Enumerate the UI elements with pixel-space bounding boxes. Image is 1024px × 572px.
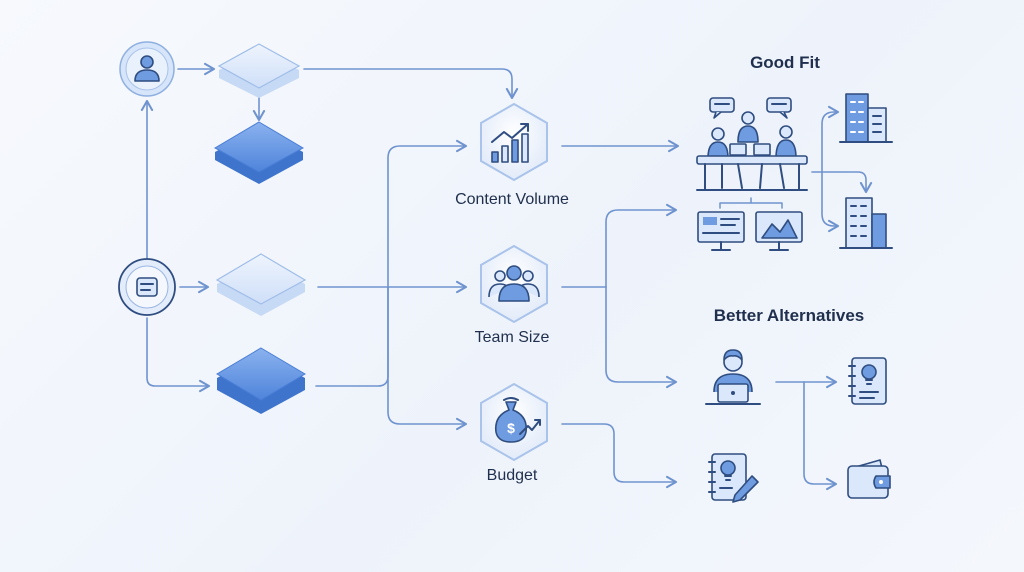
diamond-top-dark bbox=[213, 121, 305, 184]
content-volume-node bbox=[480, 102, 548, 182]
arrow-doc-to-dark-diamond bbox=[146, 317, 211, 393]
money-bag-icon: $ bbox=[494, 397, 541, 443]
better-alternatives-heading: Better Alternatives bbox=[714, 306, 865, 325]
bus-dark-diamond bbox=[315, 286, 389, 387]
building-icon-bottom bbox=[839, 197, 893, 249]
bus-vertical bbox=[387, 139, 468, 288]
bus-to-budget bbox=[387, 286, 468, 431]
growth-chart-icon bbox=[491, 123, 529, 163]
arrow-laptop-to-wallet bbox=[803, 381, 838, 491]
bracket bbox=[719, 197, 783, 209]
document-icon bbox=[136, 277, 158, 297]
diamond-middle-light bbox=[215, 253, 307, 316]
team-size-node bbox=[480, 244, 548, 324]
monitor-icon-left bbox=[697, 211, 745, 251]
good-fit-heading: Good Fit bbox=[750, 53, 820, 72]
arrow-budget-to-notepad bbox=[561, 423, 678, 489]
arrow-goodfit-to-middle bbox=[821, 171, 873, 194]
arrow-goodfit-to-building-1 bbox=[821, 105, 840, 173]
document-node bbox=[118, 258, 176, 316]
meeting-team-icon bbox=[696, 97, 808, 191]
diamond-top-light bbox=[217, 43, 301, 98]
user-node bbox=[119, 41, 175, 97]
laptop-user-icon bbox=[705, 349, 761, 405]
svg-text:$: $ bbox=[507, 420, 515, 436]
team-icon bbox=[488, 265, 540, 302]
budget-label: Budget bbox=[487, 467, 538, 484]
building-icon-top bbox=[839, 93, 893, 143]
content-volume-label: Content Volume bbox=[455, 191, 569, 208]
connectors bbox=[140, 62, 873, 491]
budget-node: $ bbox=[480, 382, 548, 462]
arrow-goodfit-to-building-2 bbox=[821, 171, 840, 233]
arrow-team-to-laptop bbox=[605, 286, 678, 389]
notepad-pen-icon bbox=[708, 453, 759, 503]
arrow-team-to-monitors bbox=[605, 203, 678, 288]
diamond-bottom-dark bbox=[216, 347, 306, 414]
notebook-idea-icon bbox=[848, 357, 887, 405]
team-size-label: Team Size bbox=[475, 329, 550, 346]
wallet-icon bbox=[847, 459, 891, 499]
monitor-icon-right bbox=[755, 211, 803, 251]
arrow-diamond-to-content bbox=[303, 68, 519, 100]
user-icon bbox=[134, 55, 160, 82]
